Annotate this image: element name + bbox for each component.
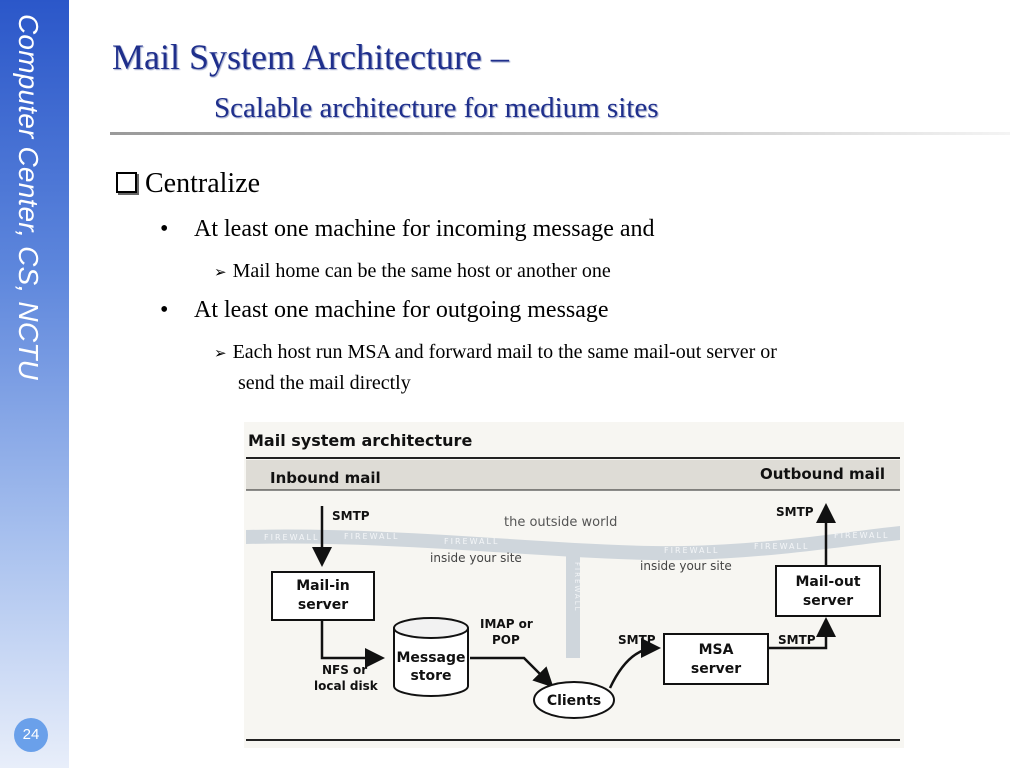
arrow-bullet-icon: ➢ [214, 344, 227, 362]
mail-architecture-figure: Mail system architecture Inbound mail Ou… [244, 422, 904, 748]
firewall-label-1: FIREWALL [264, 533, 319, 542]
outbound-smtp-label: SMTP [776, 505, 814, 519]
firewall-band [246, 526, 900, 561]
imap-label-2: POP [492, 633, 520, 647]
architecture-diagram: Mail system architecture Inbound mail Ou… [246, 431, 900, 741]
mail-in-to-store-arrow [320, 620, 385, 668]
sub-bullet-msa-line2: send the mail directly [238, 372, 411, 394]
store-to-clients-arrow [470, 656, 554, 688]
firewall-label-6: FIREWALL [834, 531, 889, 540]
bullet-centralize-label: Centralize [145, 168, 261, 199]
title-divider [110, 132, 1010, 135]
inbound-smtp-label: SMTP [332, 509, 370, 523]
slide-title: Mail System Architecture – [112, 37, 509, 77]
mail-in-label-2: server [298, 597, 348, 613]
message-store-label-1: Message [396, 650, 465, 666]
inside-site-right-label: inside your site [640, 559, 732, 573]
dot-bullet-icon: • [160, 216, 169, 242]
sub-bullet-msa-line1: Each host run MSA and forward mail to th… [232, 341, 777, 363]
bullet-incoming: • At least one machine for incoming messa… [160, 216, 655, 243]
msa-server-box [663, 633, 769, 685]
clients-to-msa-arrow [608, 638, 661, 689]
page-number: 24 [14, 718, 48, 752]
sub-bullet-mail-home: ➢ Mail home can be the same host or anoth… [214, 256, 954, 287]
message-store-top [393, 617, 469, 639]
firewall-label-vertical: FIREWALL [573, 562, 581, 613]
sidebar: Computer Center, CS, NCTU [0, 0, 69, 768]
bullet-centralize: Centralize [116, 168, 260, 200]
firewall-vertical [566, 546, 580, 658]
bullet-outgoing-label: At least one machine for outgoing messag… [194, 297, 609, 323]
header-band [246, 460, 900, 490]
clients-label: Clients [547, 693, 601, 709]
arrow-bullet-icon: ➢ [214, 263, 227, 281]
sub-bullet-msa: ➢ Each host run MSA and forward mail to t… [214, 337, 954, 398]
mail-in-label-1: Mail-in [296, 578, 350, 594]
bullet-outgoing: • At least one machine for outgoing messa… [160, 297, 609, 324]
mail-out-server-box [775, 565, 881, 617]
nfs-label-1: NFS or [322, 663, 367, 677]
nfs-label-2: local disk [314, 679, 379, 693]
mail-out-label-2: server [803, 593, 853, 609]
mail-out-label-1: Mail-out [795, 574, 860, 590]
outbound-label: Outbound mail [760, 465, 885, 483]
firewall-label-4: FIREWALL [664, 546, 719, 555]
firewall-label-5: FIREWALL [754, 542, 809, 551]
bullet-incoming-label: At least one machine for incoming messag… [194, 216, 655, 242]
imap-label-1: IMAP or [480, 617, 533, 631]
msa-label-2: server [691, 661, 741, 677]
clients-node [533, 681, 615, 719]
dot-bullet-icon: • [160, 297, 169, 323]
msa-smtp-label: SMTP [618, 633, 656, 647]
outside-world-label: the outside world [504, 515, 617, 530]
figure-title: Mail system architecture [248, 431, 472, 450]
msa-to-mail-out-arrow [768, 617, 836, 650]
slide-subtitle: Scalable architecture for medium sites [214, 92, 659, 124]
inside-site-left-label: inside your site [430, 551, 522, 565]
firewall-label-2: FIREWALL [344, 532, 399, 541]
mail-out-smtp-label: SMTP [778, 633, 816, 647]
sub-bullet-mail-home-label: Mail home can be the same host or anothe… [232, 260, 611, 282]
sidebar-label: Computer Center, CS, NCTU [13, 14, 44, 380]
msa-label-1: MSA [699, 642, 734, 658]
firewall-label-3: FIREWALL [444, 537, 499, 546]
message-store-label-2: store [410, 668, 451, 684]
inbound-label: Inbound mail [270, 469, 381, 487]
message-store-body [393, 628, 469, 697]
checkbox-bullet-icon [116, 172, 137, 193]
